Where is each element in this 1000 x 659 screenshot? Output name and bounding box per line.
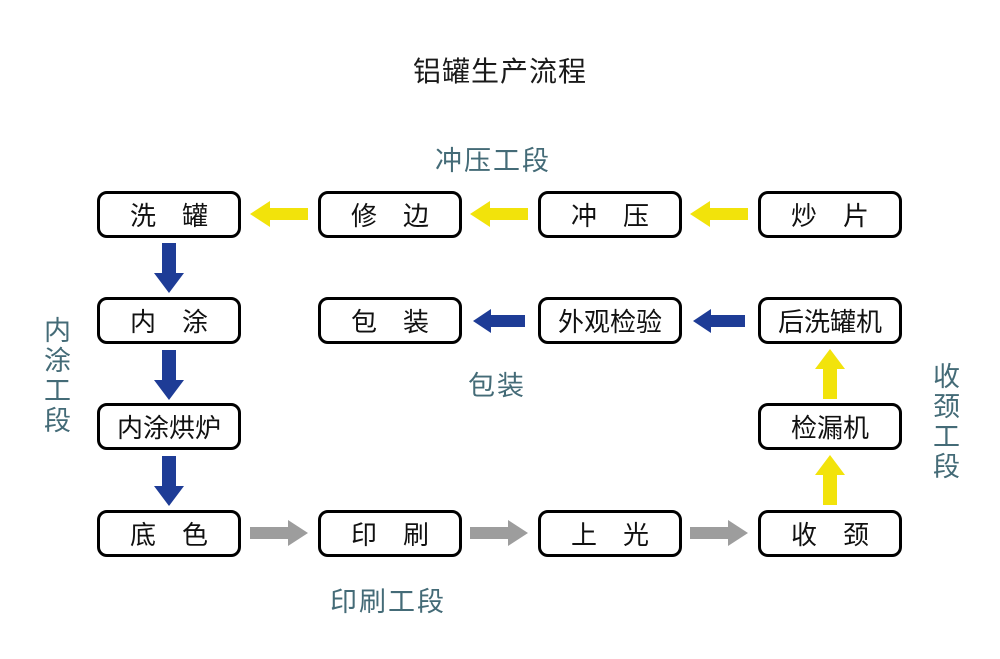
arrow-xiguan-to-neitu-icon <box>154 243 184 293</box>
node-dise: 底 色 <box>97 510 241 557</box>
arrow-jianlouji-to-houxiguanji-icon <box>815 349 845 399</box>
arrow-chongya-to-xiubian-icon <box>470 201 528 227</box>
node-yinshua: 印 刷 <box>318 510 462 557</box>
section-label-stamping: 冲压工段 <box>435 146 551 176</box>
node-shoujing: 收 颈 <box>758 510 902 557</box>
page-title: 铝罐生产流程 <box>412 56 587 87</box>
arrow-chaopian-to-chongya-icon <box>690 201 748 227</box>
section-label-printing: 印刷工段 <box>330 587 446 617</box>
arrow-neituhonglu-to-dise-icon <box>154 456 184 506</box>
arrow-yinshua-to-shangguang-icon <box>470 520 528 546</box>
node-chongya: 冲 压 <box>538 191 682 238</box>
arrow-waiguanjianyan-to-baozhuang-icon <box>473 309 525 333</box>
node-shangguang: 上 光 <box>538 510 682 557</box>
node-jianlouji: 检漏机 <box>758 403 902 450</box>
node-neitu: 内 涂 <box>97 297 241 344</box>
section-label-inner-coating: 内涂工段 <box>40 316 70 436</box>
section-label-necking: 收颈工段 <box>929 362 959 482</box>
arrow-dise-to-yinshua-icon <box>250 520 308 546</box>
node-chaopian: 炒 片 <box>758 191 902 238</box>
node-houxiguanji: 后洗罐机 <box>758 297 902 344</box>
arrow-houxiguanji-to-waiguanjianyan-icon <box>693 309 745 333</box>
arrow-shangguang-to-shoujing-icon <box>690 520 748 546</box>
arrow-shoujing-to-jianlouji-icon <box>815 455 845 505</box>
node-baozhuang: 包 装 <box>318 297 462 344</box>
node-waiguan-jianyan: 外观检验 <box>538 297 682 344</box>
arrow-xiubian-to-xiguan-icon <box>250 201 308 227</box>
arrow-neitu-to-neituhonglu-icon <box>154 350 184 400</box>
section-label-packing: 包装 <box>468 371 526 401</box>
node-xiubian: 修 边 <box>318 191 462 238</box>
node-neitu-honglu: 内涂烘炉 <box>97 403 241 450</box>
node-xiguan: 洗 罐 <box>97 191 241 238</box>
